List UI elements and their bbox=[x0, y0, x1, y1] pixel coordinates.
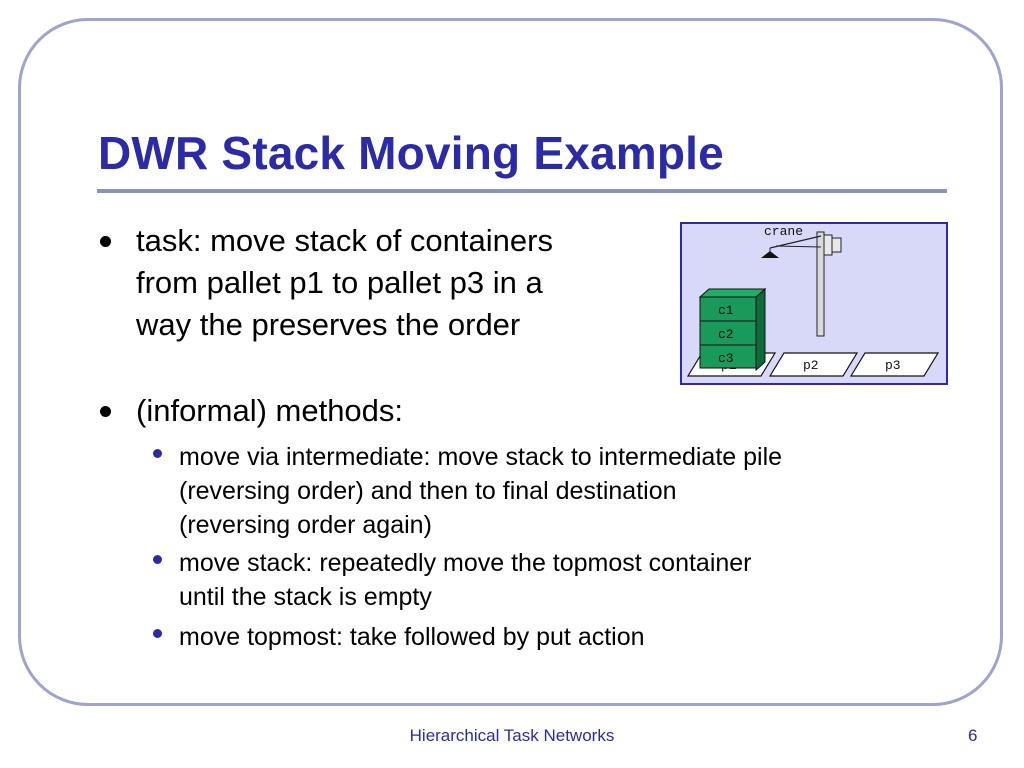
bullet-text-line: task: move stack of containers bbox=[136, 223, 553, 258]
container-c2: c2 bbox=[699, 320, 757, 346]
sub-bullet-text-line: move topmost: take followed by put actio… bbox=[179, 623, 645, 651]
sub-bullet-dot-icon bbox=[153, 449, 162, 458]
container-stack: c1 c2 c3 bbox=[698, 287, 767, 372]
bullet-text-line: (informal) methods: bbox=[136, 393, 404, 428]
bullet-dot-icon bbox=[100, 236, 111, 247]
title-underline bbox=[97, 189, 947, 193]
sub-bullet-dot-icon bbox=[153, 629, 162, 638]
crane-icon bbox=[761, 231, 842, 337]
sub-bullet-text-line: (reversing order again) bbox=[179, 511, 432, 539]
bullet-text-line: way the preserves the order bbox=[136, 307, 521, 342]
container-label: c3 bbox=[718, 351, 734, 366]
footer-title: Hierarchical Task Networks bbox=[409, 726, 615, 745]
sub-bullet-dot-icon bbox=[153, 555, 162, 564]
sub-bullet-text-line: (reversing order) and then to final dest… bbox=[179, 477, 677, 505]
pallet-label: p2 bbox=[803, 358, 819, 373]
crane-label: crane bbox=[764, 224, 803, 239]
container-c3: c3 bbox=[699, 344, 757, 369]
bullet-text-line: from pallet p1 to pallet p3 in a bbox=[136, 265, 543, 300]
slide-title: DWR Stack Moving Example bbox=[98, 127, 724, 179]
pallet-label: p3 bbox=[885, 358, 901, 373]
container-label: c2 bbox=[718, 327, 734, 342]
sub-bullet-text-line: until the stack is empty bbox=[179, 583, 432, 611]
page-number: 6 bbox=[968, 726, 978, 745]
container-c1: c1 bbox=[699, 296, 757, 322]
bullet-dot-icon bbox=[100, 406, 111, 417]
pallet-p2: p2 bbox=[768, 352, 859, 377]
sub-bullet-text-line: move via intermediate: move stack to int… bbox=[179, 443, 783, 471]
dwr-diagram: crane p1 p2 p3 c1 c2 c3 bbox=[680, 222, 948, 385]
sub-bullet-text-line: move stack: repeatedly move the topmost … bbox=[179, 549, 752, 577]
container-label: c1 bbox=[718, 303, 734, 318]
pallet-p3: p3 bbox=[849, 352, 940, 377]
